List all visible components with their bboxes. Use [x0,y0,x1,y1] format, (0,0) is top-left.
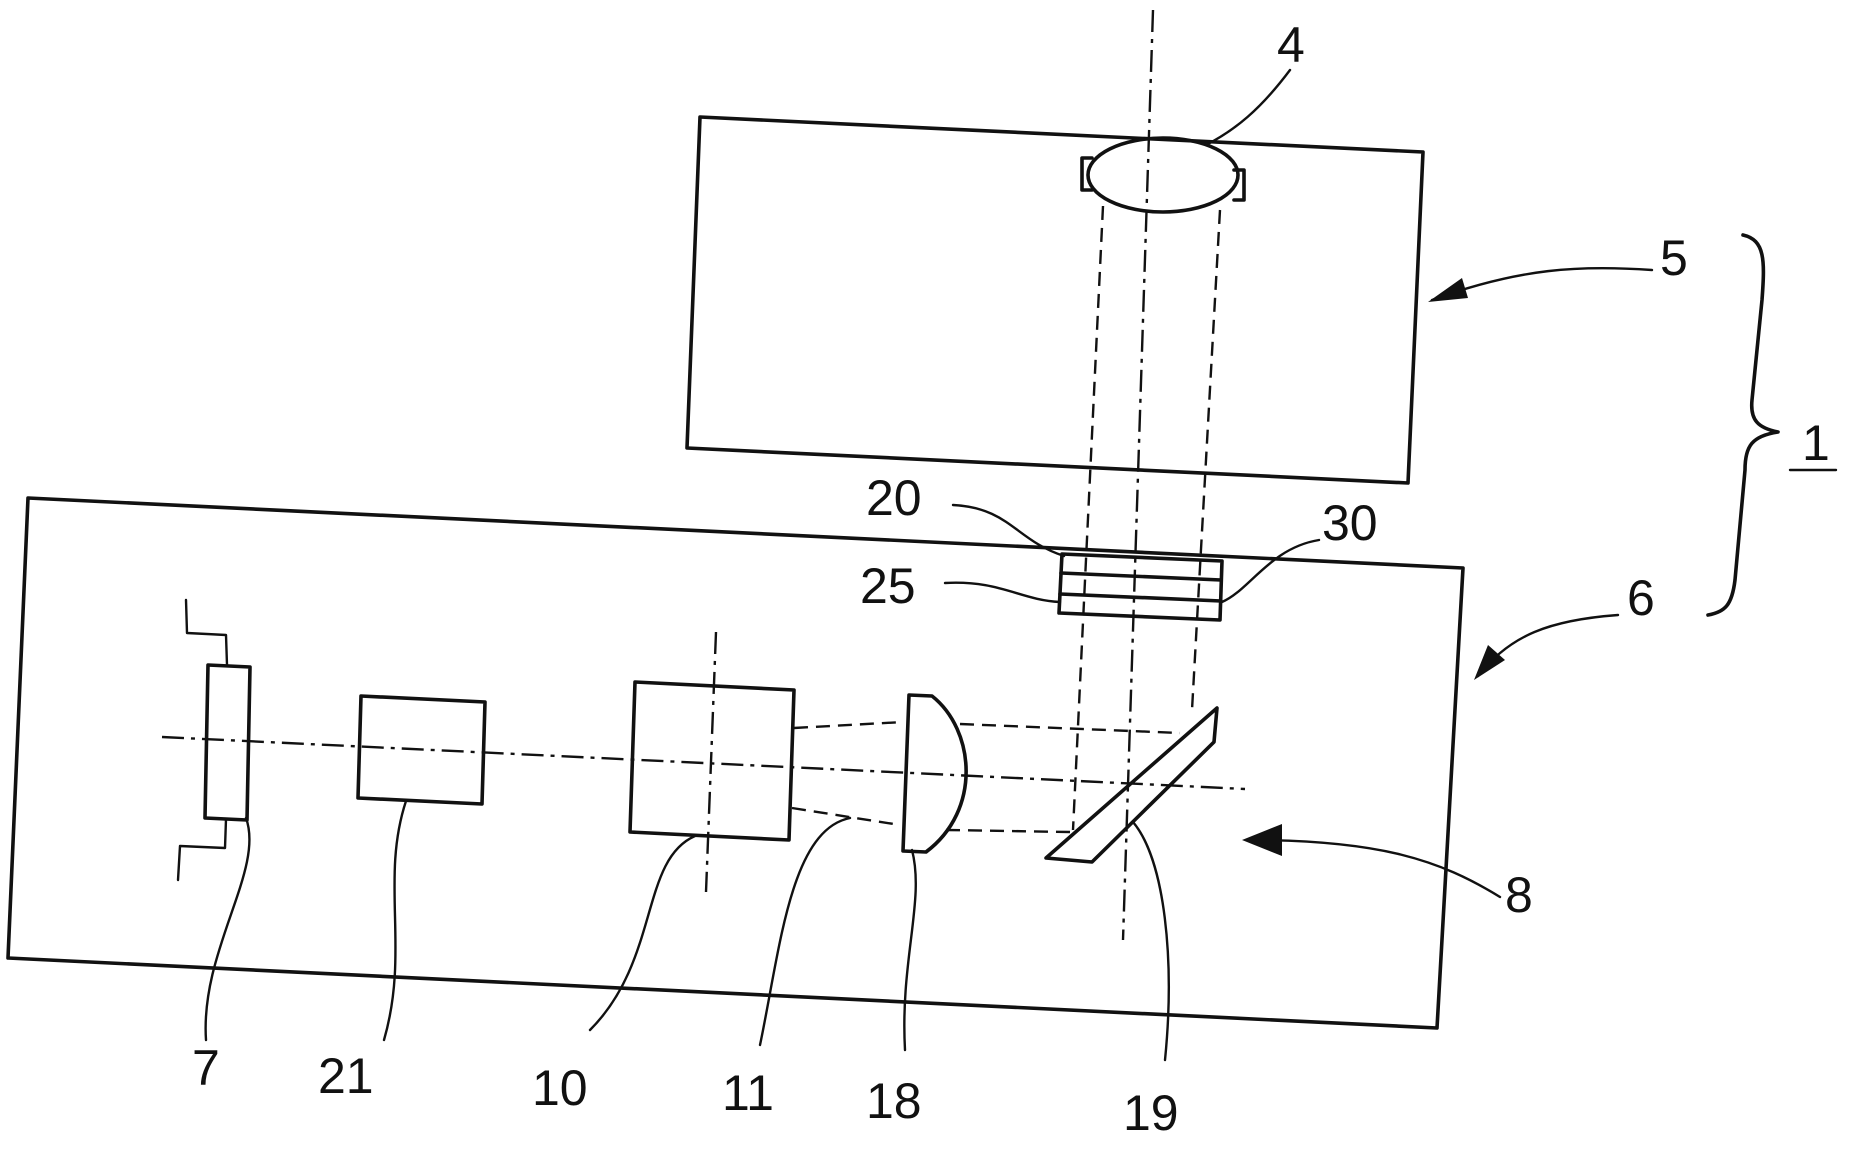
beam-edge-right [1192,210,1220,710]
label-18: 18 [866,1073,922,1129]
leader-20 [953,505,1064,556]
label-19: 19 [1123,1085,1179,1141]
beam-upper-18-19 [960,724,1180,733]
label-5: 5 [1660,230,1688,286]
tilted-mirror-19 [1046,708,1217,862]
label-4: 4 [1277,17,1305,73]
leader-30 [1222,540,1319,602]
leader-4 [1206,70,1290,145]
label-20: 20 [866,470,922,526]
label-11: 11 [722,1065,774,1121]
label-8: 8 [1505,867,1533,923]
label-25: 25 [860,558,916,614]
beam-edge-left [1073,206,1103,830]
label-7: 7 [192,1040,220,1096]
label-1: 1 [1802,415,1830,471]
beam-lower-10-18 [792,808,900,825]
label-6: 6 [1627,570,1655,626]
vertical-optical-axis [1123,10,1153,940]
leader-10 [590,836,695,1030]
objective-lens-4 [1082,138,1244,212]
leader-25 [945,583,1060,602]
upper-housing-5 [687,117,1423,483]
assembly-brace [1708,235,1778,615]
leader-7 [206,818,250,1040]
leader-21 [384,801,406,1040]
label-21: 21 [318,1048,374,1104]
beam-lower-18-19 [946,830,1070,832]
label-30: 30 [1322,495,1378,551]
component-10-axis [706,632,716,892]
leader-19 [1133,822,1169,1060]
label-10: 10 [532,1060,588,1116]
arrow-5 [1428,268,1652,302]
horizontal-optical-axis [162,737,1245,789]
beam-upper-10-18 [794,722,903,728]
leader-11 [760,818,850,1045]
leader-18 [904,850,915,1050]
arrow-8 [1242,824,1500,897]
lower-housing-6 [8,498,1463,1028]
arrow-6 [1474,615,1618,680]
